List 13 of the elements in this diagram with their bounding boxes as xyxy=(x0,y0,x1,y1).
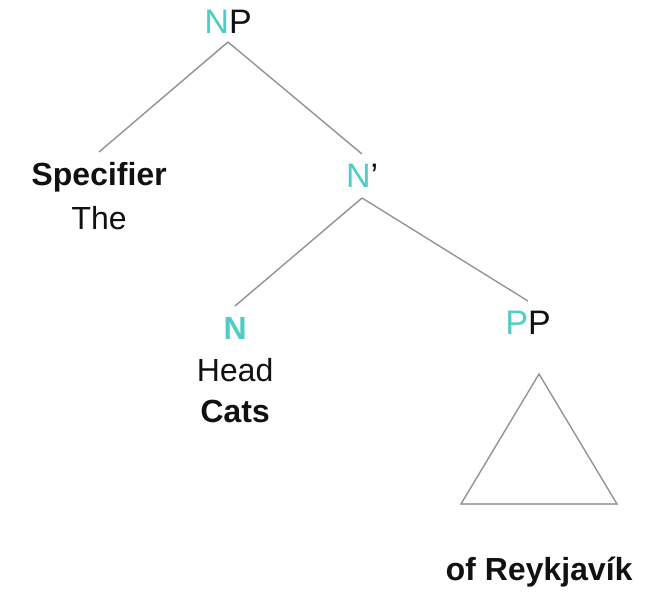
role-label: Specifier xyxy=(30,155,168,194)
tree-branch xyxy=(98,41,228,153)
phrase-label: N’ xyxy=(344,156,380,197)
role-label: Head xyxy=(196,351,274,390)
phrase-label: PP xyxy=(504,303,552,344)
word-label: The xyxy=(70,199,128,238)
tree-branch xyxy=(228,41,362,155)
word-label: Cats xyxy=(199,392,271,431)
phrase-label: NP xyxy=(203,2,253,42)
category-label: N xyxy=(222,309,248,348)
phrase-label: of Reykjavík xyxy=(444,550,634,589)
tree-branch xyxy=(362,197,528,302)
tree-branch xyxy=(234,197,362,307)
